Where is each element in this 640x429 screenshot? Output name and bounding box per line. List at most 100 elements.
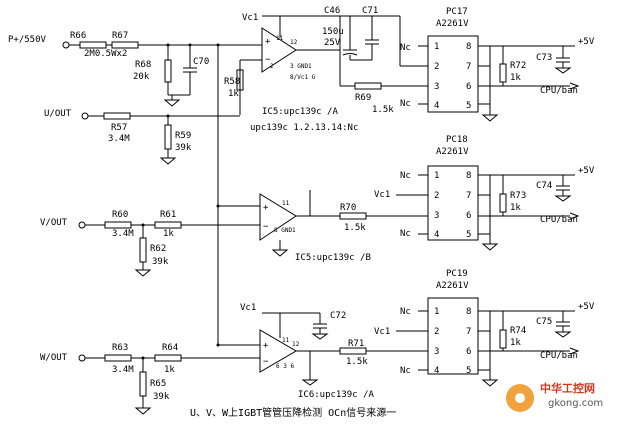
r67-label: R67 <box>112 31 128 41</box>
comparator-ic6a <box>259 329 297 373</box>
r70-label: R70 <box>340 203 356 213</box>
svg-text:5: 5 <box>466 101 471 111</box>
svg-text:1: 1 <box>434 42 439 52</box>
w-phase-section: W/OUT R63 3.4M R64 1k R65 39k + − 11 12 … <box>40 269 595 415</box>
c46-value-2: 25V <box>324 38 341 48</box>
c73-label: C73 <box>536 53 552 63</box>
r64-body <box>154 354 182 362</box>
svg-text:4: 4 <box>434 366 439 376</box>
comparator-ic5a <box>261 27 297 73</box>
p-input-terminal <box>62 41 70 49</box>
svg-text:−: − <box>263 357 269 367</box>
pc18-label: PC18 <box>446 135 468 145</box>
svg-text:Nc: Nc <box>400 307 411 317</box>
r74-label: R74 <box>510 326 526 336</box>
ic5a-label: IC5:upc139c /A <box>262 107 338 117</box>
cpu-ban-label-1: CPU/ban <box>540 86 578 96</box>
plus5v-label-1: +5V <box>578 37 595 47</box>
svg-text:6 3 6: 6 3 6 <box>276 363 294 370</box>
r67-value: 2M0.5Wx2 <box>84 49 127 59</box>
svg-text:7: 7 <box>466 62 471 72</box>
svg-text:3 GND1: 3 GND1 <box>290 63 312 70</box>
pc19-chip <box>427 297 479 375</box>
r60-value: 3.4M <box>112 229 134 239</box>
c74-label: C74 <box>536 181 552 191</box>
plus5v-label-2: +5V <box>578 166 595 176</box>
c46-value-1: 150u <box>322 27 344 37</box>
r74-body <box>499 329 507 349</box>
r57-label: R57 <box>111 123 127 133</box>
r62-value: 39k <box>152 257 169 267</box>
ground-symbol <box>163 99 181 107</box>
r58-value: 1k <box>228 89 239 99</box>
svg-text:5: 5 <box>466 366 471 376</box>
svg-text:6: 6 <box>466 82 471 92</box>
svg-text:6: 6 <box>466 347 471 357</box>
pc17-chip <box>427 35 479 113</box>
r69-label: R69 <box>355 93 371 103</box>
u-out-label: U/OUT <box>44 109 72 119</box>
ic5-pins-note: upc139c 1.2.13.14:Nc <box>250 123 358 133</box>
r72-value: 1k <box>510 73 521 83</box>
svg-text:−: − <box>263 222 269 232</box>
cpu-ban-label-2: CPU/ban <box>540 215 578 225</box>
svg-text:3: 3 <box>434 347 439 357</box>
r61-value: 1k <box>163 229 174 239</box>
svg-text:中华工控网: 中华工控网 <box>540 381 595 395</box>
r71-value: 1.5k <box>346 357 368 367</box>
r65-value: 39k <box>153 392 170 402</box>
r68-body <box>164 59 172 83</box>
svg-text:gkong.com: gkong.com <box>548 398 603 409</box>
pc18-chip <box>427 165 479 241</box>
w-out-label: W/OUT <box>40 353 68 363</box>
svg-text:12: 12 <box>292 341 300 348</box>
watermark-logo: 中华工控网 gkong.com <box>506 381 603 412</box>
v-out-label: V/OUT <box>40 218 68 228</box>
r69-value: 1.5k <box>372 105 394 115</box>
c71-label: C71 <box>362 6 378 16</box>
r63-body <box>104 354 132 362</box>
r69-body <box>354 82 382 90</box>
comparator-ic5b <box>259 193 297 241</box>
r59-value: 39k <box>175 143 192 153</box>
pc18-type: A2261V <box>436 147 469 157</box>
r72-label: R72 <box>510 61 526 71</box>
svg-text:+: + <box>265 37 271 47</box>
vc1-label-3: Vc1 <box>240 303 256 313</box>
p-input-label: P+/550V <box>8 35 47 45</box>
pc17-type: A2261V <box>436 19 469 29</box>
r68-label: R68 <box>135 60 151 70</box>
r64-label: R64 <box>162 343 178 353</box>
r68-value: 20k <box>133 72 150 82</box>
r66-label: R66 <box>70 31 86 41</box>
u-out-terminal <box>81 112 89 120</box>
r57-value: 3.4M <box>108 134 130 144</box>
svg-text:2: 2 <box>434 327 439 337</box>
svg-text:3: 3 <box>434 82 439 92</box>
pc17-label: PC17 <box>446 7 468 17</box>
svg-text:6: 6 <box>466 211 471 221</box>
ic5b-label: IC5:upc139c /B <box>295 253 371 263</box>
svg-text:7: 7 <box>466 191 471 201</box>
svg-text:2: 2 <box>434 62 439 72</box>
r67-body <box>111 41 139 49</box>
svg-text:−: − <box>265 55 271 65</box>
r73-label: R73 <box>510 191 526 201</box>
v-phase-section: V/OUT R60 3.4M R61 1k R62 39k + − 11 8 G… <box>40 135 595 277</box>
svg-text:+: + <box>263 203 269 213</box>
r74-value: 1k <box>510 338 521 348</box>
r73-value: 1k <box>510 203 521 213</box>
u-phase-section: P+/550V R66 R67 2M0.5Wx2 R68 20k C70 + <box>8 6 595 345</box>
r63-label: R63 <box>112 343 128 353</box>
c70-label: C70 <box>193 57 209 67</box>
svg-text:4: 4 <box>434 101 439 111</box>
r65-label: R65 <box>150 379 166 389</box>
r70-body <box>339 212 367 220</box>
svg-text:12: 12 <box>290 39 298 46</box>
r57-body <box>103 112 131 120</box>
r61-label: R61 <box>160 210 176 220</box>
r59-body <box>164 124 172 150</box>
pc19-label: PC19 <box>446 269 468 279</box>
svg-text:7: 7 <box>466 327 471 337</box>
